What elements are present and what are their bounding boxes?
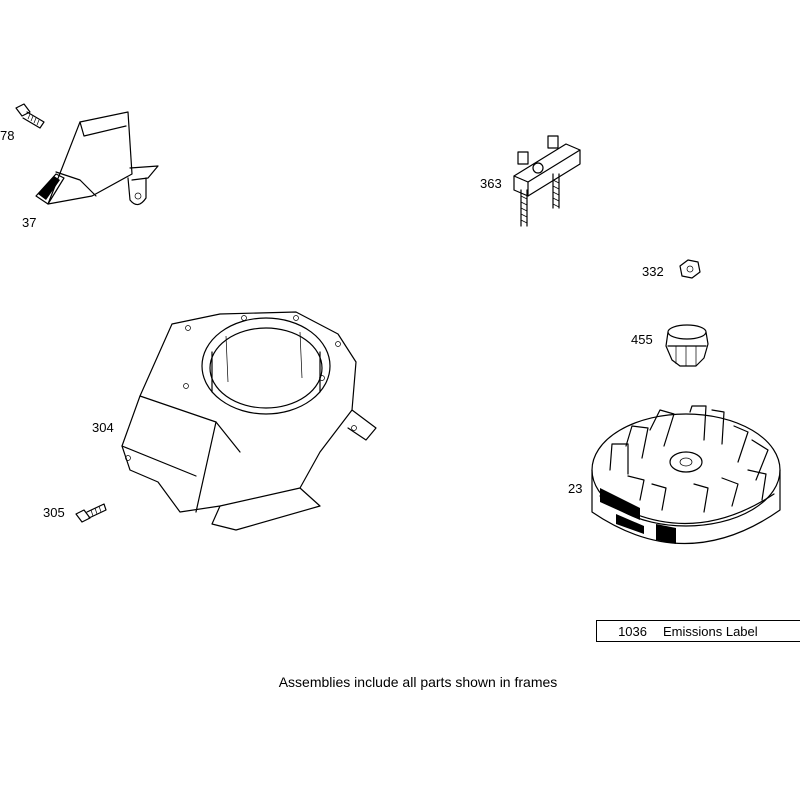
callout-332: 332 [642,264,664,279]
part-78-screw [15,103,45,129]
callout-363: 363 [480,176,502,191]
part-37-air-guide [35,111,159,206]
part-332-nut [679,259,701,279]
callout-455: 455 [631,332,653,347]
emissions-label-box: 1036 Emissions Label [596,620,800,642]
part-455-clutch [665,324,709,367]
callout-78: 78 [0,128,14,143]
callout-304: 304 [92,420,114,435]
emissions-label-text: Emissions Label [663,623,758,639]
part-23-flywheel [591,405,781,545]
callout-305: 305 [43,505,65,520]
part-305-screw [75,503,107,523]
part-304-blower-housing [121,311,377,531]
part-363-rocker-arm [513,135,581,227]
assemblies-note: Assemblies include all parts shown in fr… [278,674,558,690]
callout-37: 37 [22,215,36,230]
callout-23: 23 [568,481,582,496]
emissions-label-number: 1036 [618,623,647,639]
